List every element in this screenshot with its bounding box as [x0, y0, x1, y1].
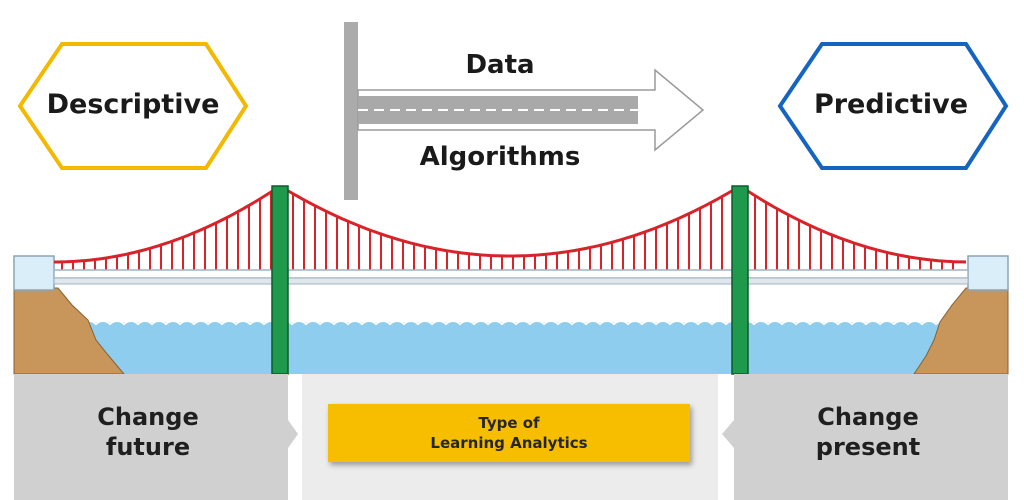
predictive-label: Predictive: [776, 85, 1006, 125]
change-present-text: Change present: [778, 402, 958, 462]
type-box-line1: Type of: [478, 413, 539, 433]
left-tower: [272, 186, 288, 374]
change-present-line1: Change: [778, 402, 958, 432]
change-present-line2: present: [778, 432, 958, 462]
bridge-deck: [54, 270, 968, 278]
main-cable: [54, 187, 966, 262]
type-box-line2: Learning Analytics: [430, 433, 587, 453]
data-algorithms-arrow: [344, 22, 703, 200]
change-future-line2: future: [58, 432, 238, 462]
descriptive-label: Descriptive: [18, 85, 248, 125]
type-of-learning-analytics-box: Type of Learning Analytics: [328, 404, 690, 462]
data-label: Data: [430, 50, 570, 80]
change-future-line1: Change: [58, 402, 238, 432]
change-future-text: Change future: [58, 402, 238, 462]
water: [40, 322, 984, 374]
right-tower: [732, 186, 748, 374]
right-anchor: [968, 256, 1008, 290]
algorithms-label: Algorithms: [400, 142, 600, 172]
left-anchor: [14, 256, 54, 290]
